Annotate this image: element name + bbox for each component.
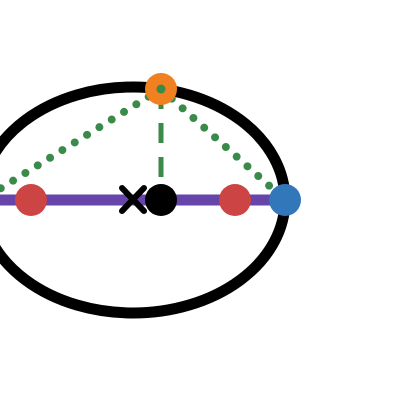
right-focus-point [219, 184, 251, 216]
left-focus-point [15, 184, 47, 216]
right-vertex-point [269, 184, 301, 216]
x-mark-icon [119, 185, 147, 214]
dotted-line-right [157, 85, 288, 203]
x-mark-stroke-b [119, 185, 147, 214]
dotted-line-left [0, 85, 165, 194]
center-point [145, 184, 177, 216]
top-vertex-dot [156, 84, 166, 94]
